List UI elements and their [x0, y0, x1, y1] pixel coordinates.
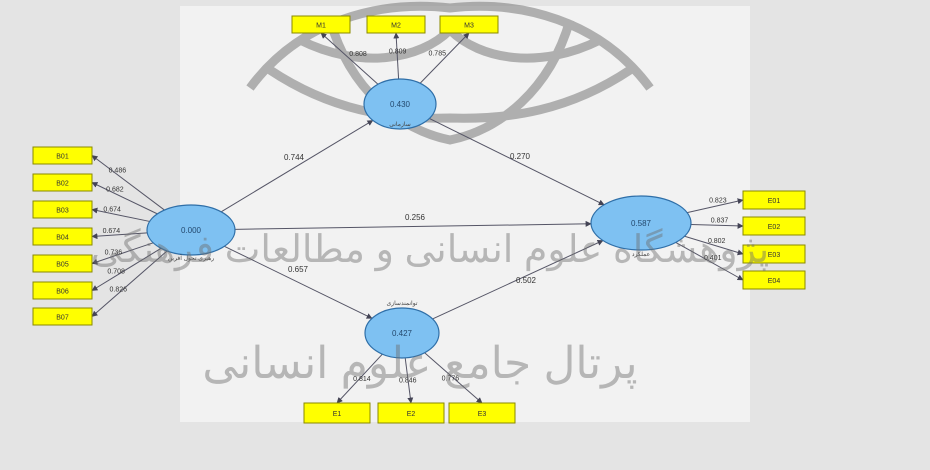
indicator-left-1-label: B02	[56, 181, 69, 188]
indicator-left-6-label: B07	[56, 315, 69, 322]
loading-right-1-coef: 0.837	[711, 217, 729, 224]
loading-right-3-line	[675, 241, 744, 281]
loading-bottom-1-line	[404, 357, 414, 404]
loading-left-6-coef: 0.826	[109, 287, 127, 294]
indicator-right-3-box	[742, 270, 806, 290]
latent-exogenous-value: 0.000	[181, 226, 202, 235]
path-exo-endo-line	[234, 220, 592, 230]
indicator-right-3-label: E04	[768, 278, 781, 285]
path-exo-endo-coef: 0.256	[405, 213, 426, 222]
loading-left-0-coef: 0.486	[109, 168, 127, 175]
indicator-left-5-box	[32, 281, 93, 300]
loading-bottom-0-line	[336, 353, 383, 404]
indicator-top-2-box	[439, 15, 499, 34]
indicator-left-0-box	[32, 146, 93, 165]
loading-right-1-line	[690, 222, 744, 229]
loading-right-0-line	[687, 198, 744, 214]
latent-endogenous-caption: عملکرد	[632, 251, 650, 258]
indicator-top-1-label: M2	[391, 23, 401, 30]
indicator-right-0-box	[742, 190, 806, 210]
loading-left-2-line	[91, 207, 150, 222]
path-exo-mbot-coef: 0.657	[288, 265, 309, 274]
indicator-bottom-1-box	[377, 402, 445, 424]
loading-left-6-line	[91, 250, 168, 317]
indicator-left-4-label: B05	[56, 262, 69, 269]
loading-left-1-line	[91, 182, 158, 215]
path-mtop-endo-line	[429, 118, 605, 206]
loading-left-0-line	[91, 155, 165, 211]
latent-mediator_top	[363, 78, 437, 130]
loading-left-3-coef: 0.674	[103, 228, 121, 235]
latent-endogenous-value: 0.587	[631, 219, 652, 228]
loading-top-0-line	[320, 32, 379, 85]
indicator-top-1-box	[366, 15, 426, 34]
indicator-bottom-0-label: E1	[333, 411, 342, 418]
indicator-top-0-box	[291, 15, 351, 34]
indicator-left-5-label: B06	[56, 289, 69, 296]
loading-left-5-line	[91, 247, 162, 291]
loading-top-1-line	[393, 32, 400, 80]
loading-left-1-coef: 0.682	[106, 186, 124, 193]
loading-bottom-2-line	[424, 352, 483, 404]
loading-right-2-line	[684, 235, 744, 256]
indicator-bottom-2-box	[448, 402, 516, 424]
indicator-top-0-label: M1	[316, 23, 326, 30]
loading-left-3-line	[91, 232, 148, 240]
indicator-bottom-0-box	[303, 402, 371, 424]
indicator-bottom-1-label: E2	[407, 411, 416, 418]
path-mbot-endo-line	[432, 240, 604, 320]
indicator-right-2-label: E03	[768, 252, 781, 259]
latent-mediator_top-value: 0.430	[390, 100, 411, 109]
loading-bottom-1-coef: 0.846	[399, 378, 417, 385]
latent-mediator_bottom	[364, 307, 440, 359]
indicator-left-3-box	[32, 227, 93, 246]
loading-bottom-0-coef: 0.814	[353, 376, 371, 383]
indicator-left-1-box	[32, 173, 93, 192]
indicator-right-0-label: E01	[768, 198, 781, 205]
loading-right-3-coef: 0.401	[704, 255, 722, 262]
indicator-right-1-box	[742, 216, 806, 236]
indicator-top-2-label: M3	[464, 23, 474, 30]
edges-layer: 0.744 0.270 0.256 0.657 0.502 0.808 0.809 0.785…	[91, 32, 744, 404]
loading-top-1-coef: 0.809	[389, 49, 407, 56]
path-mbot-endo-coef: 0.502	[516, 276, 537, 285]
loading-top-2-line	[419, 32, 470, 84]
loading-top-0-coef: 0.808	[349, 51, 367, 58]
indicator-bottom-2-label: E3	[478, 411, 487, 418]
latent-exogenous	[146, 204, 236, 256]
loading-left-2-coef: 0.674	[103, 207, 121, 214]
loading-right-2-coef: 0.802	[708, 238, 726, 245]
watermark-text-line2: پرتال جامع علوم انسانی	[202, 339, 637, 389]
latent-mediator_bottom-caption: توانمندسازی	[387, 300, 418, 307]
latent-mediator_top-caption: سازمانی	[389, 121, 410, 128]
loading-top-2-coef: 0.785	[428, 51, 446, 58]
indicator-right-2-box	[742, 244, 806, 264]
indicator-left-4-box	[32, 254, 93, 273]
path-mtop-endo-coef: 0.270	[510, 152, 531, 161]
loading-left-4-line	[91, 242, 154, 265]
latent-endogenous	[590, 195, 692, 251]
path-exo-mtop-line	[220, 119, 374, 213]
indicator-left-3-label: B04	[56, 235, 69, 242]
indicator-left-6-box	[32, 307, 93, 326]
indicator-left-0-label: B01	[56, 154, 69, 161]
latent-exogenous-caption: رهبری تحول آفرین	[168, 254, 214, 262]
loading-bottom-2-coef: 0.776	[442, 375, 460, 382]
loading-right-0-coef: 0.823	[709, 198, 727, 205]
path-exo-mtop-coef: 0.744	[284, 153, 305, 162]
indicator-left-2-box	[32, 200, 93, 219]
latent-mediator_bottom-value: 0.427	[392, 329, 413, 338]
watermark-text-line1: پژوهشگاه علوم انسانی و مطالعات فرهنگی	[91, 227, 769, 272]
loading-left-5-coef: 0.708	[107, 269, 125, 276]
indicator-left-2-label: B03	[56, 208, 69, 215]
indicator-right-1-label: E02	[768, 224, 781, 231]
path-exo-mbot-line	[224, 245, 373, 319]
loading-left-4-coef: 0.736	[105, 249, 123, 256]
